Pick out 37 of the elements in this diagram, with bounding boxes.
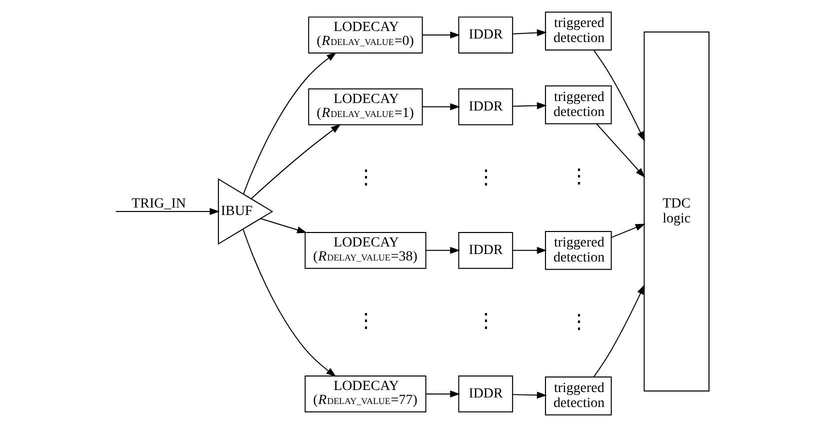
label: ⋮ <box>476 166 496 189</box>
node-box: triggered detection <box>544 230 612 270</box>
node-box: triggered detection <box>544 85 612 124</box>
label: ⋮ <box>568 166 589 188</box>
edge-label: TRIG_IN <box>132 196 186 212</box>
node-box: IDDR <box>458 88 514 126</box>
node-box: IDDR <box>458 232 514 269</box>
node-box: LODECAY (RDELAY_VALUE=0) <box>308 16 423 54</box>
node-box: LODECAY (RDELAY_VALUE=77) <box>304 376 426 412</box>
label: ⋮ <box>356 166 376 189</box>
arrow <box>250 124 341 200</box>
arrow <box>115 208 220 215</box>
arrow <box>593 50 645 142</box>
node-box: IDDR <box>458 16 514 54</box>
arrow <box>242 229 336 377</box>
node-box: LODECAY (RDELAY_VALUE=1) <box>308 88 423 126</box>
node-box: TDC logic <box>644 32 710 392</box>
arrow <box>512 392 547 399</box>
label: ⋮ <box>476 310 496 332</box>
arrow <box>260 218 308 234</box>
node-box: LODECAY (RDELAY_VALUE=38) <box>304 232 426 269</box>
arrow <box>243 52 337 194</box>
arrow <box>610 224 646 238</box>
arrow <box>425 390 460 398</box>
node-box: triggered detection <box>544 376 612 416</box>
arrow <box>596 123 646 178</box>
label: ⋮ <box>356 310 376 332</box>
arrow <box>512 29 547 36</box>
arrow <box>512 246 547 254</box>
node-box: triggered detection <box>544 12 612 50</box>
label: ⋮ <box>568 311 589 334</box>
arrow <box>422 32 460 38</box>
node-box: IDDR <box>458 376 514 412</box>
arrow <box>425 246 460 254</box>
arrow <box>512 102 547 110</box>
arrow <box>593 284 645 378</box>
arrow <box>422 103 460 110</box>
